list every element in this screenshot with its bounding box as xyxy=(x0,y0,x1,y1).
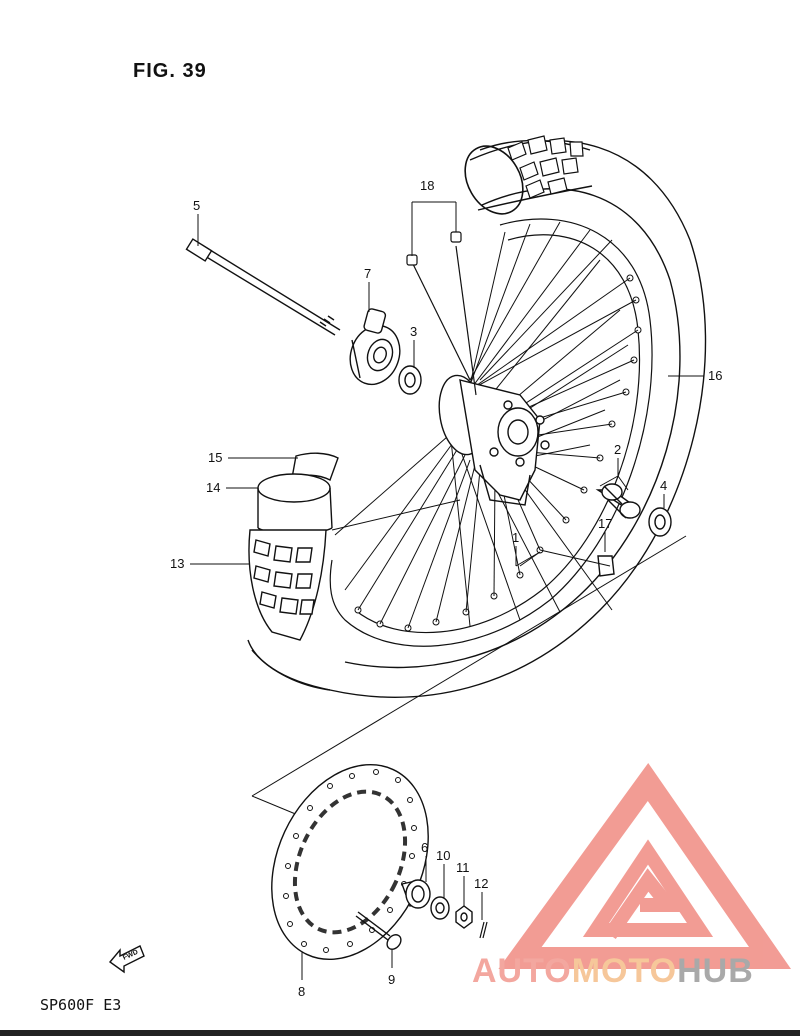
part-label-2: 2 xyxy=(614,442,621,457)
fwd-arrow-icon: FWD xyxy=(108,945,145,974)
valve-cap xyxy=(597,555,615,577)
part-label-10: 10 xyxy=(436,848,450,863)
collar xyxy=(401,879,431,909)
tire-section xyxy=(248,529,327,641)
leader-lines xyxy=(190,201,704,980)
part-label-18: 18 xyxy=(420,178,434,193)
part-label-1: 1 xyxy=(512,530,519,545)
speedometer-gearbox xyxy=(349,308,401,386)
watermark-brand-part2: MOTO xyxy=(571,952,678,990)
part-label-17: 17 xyxy=(598,516,612,531)
watermark-brand: AUTOMOTOHUB xyxy=(472,952,754,991)
washer xyxy=(430,896,450,920)
part-label-3: 3 xyxy=(410,324,417,339)
part-numbers: 5 7 3 18 16 2 4 17 1 15 14 13 8 9 6 10 1… xyxy=(170,178,722,999)
bottom-border xyxy=(0,1030,800,1036)
model-code: SP600F E3 xyxy=(40,996,122,1014)
tire-tread-top xyxy=(507,135,584,199)
spacer xyxy=(595,483,641,519)
part-label-11: 11 xyxy=(456,860,470,875)
cotter-pin xyxy=(479,921,488,939)
watermark-brand-part3: HUB xyxy=(677,952,754,990)
disc-bolt xyxy=(355,911,402,950)
part-label-15: 15 xyxy=(208,450,222,465)
part-label-9: 9 xyxy=(388,972,395,987)
brake-disc xyxy=(271,763,429,961)
assembly-lines xyxy=(251,499,687,821)
watermark-logo xyxy=(498,763,792,969)
part-label-5: 5 xyxy=(193,198,200,213)
tube-and-rim-band xyxy=(257,452,339,535)
part-label-6: 6 xyxy=(421,840,428,855)
figure-title: FIG. 39 xyxy=(133,60,207,82)
part-label-13: 13 xyxy=(170,556,184,571)
axle-nut xyxy=(455,905,473,929)
part-label-4: 4 xyxy=(660,478,667,493)
part-label-12: 12 xyxy=(474,876,488,891)
watermark-brand-part1: AUTO xyxy=(472,952,572,990)
part-label-8: 8 xyxy=(298,984,305,999)
hub xyxy=(438,374,550,506)
part-label-14: 14 xyxy=(206,480,220,495)
bearing-3 xyxy=(398,365,422,395)
axle xyxy=(185,238,341,336)
part-label-16: 16 xyxy=(708,368,722,383)
part-label-7: 7 xyxy=(364,266,371,281)
bearing-4 xyxy=(648,507,672,537)
